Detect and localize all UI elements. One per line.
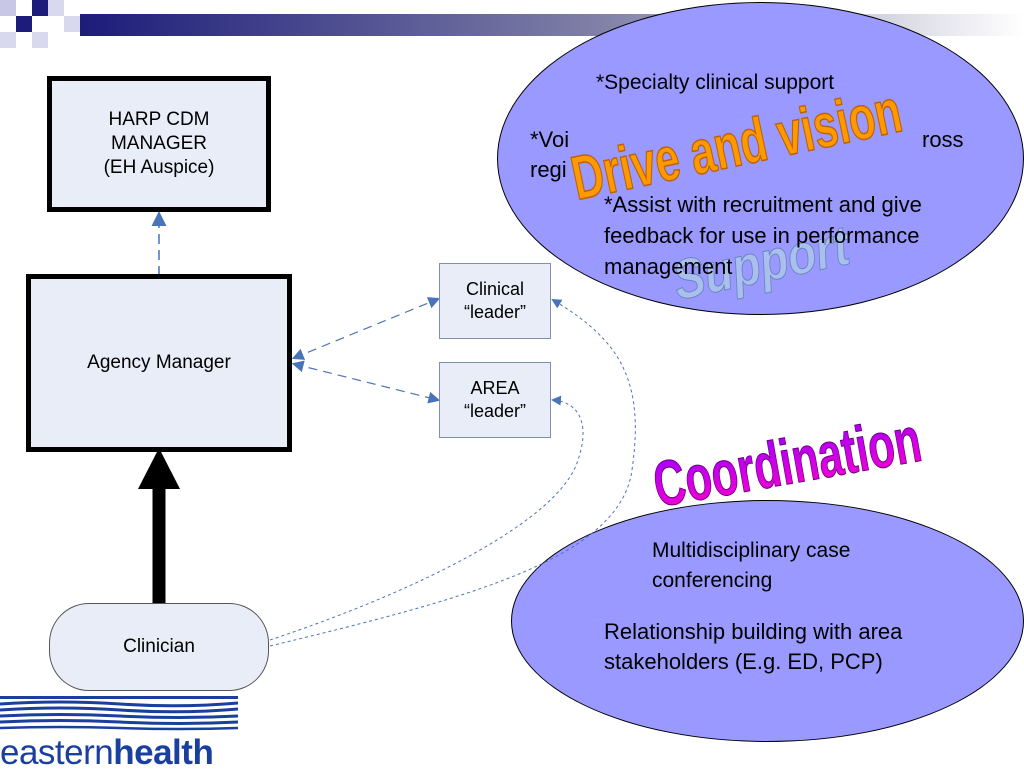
wordart-support: Support (672, 212, 857, 310)
bottom-ellipse-line-1: Multidisciplinary case (652, 539, 851, 562)
clinical-leader-box: Clinical “leader” (439, 263, 551, 339)
ellipse-line-2b: ross (922, 127, 964, 152)
bottom-ellipse-line-2: conferencing (652, 569, 773, 592)
wordart-drive-and-vision: Drive and vision (565, 76, 908, 215)
logo-part-1: eastern (0, 733, 114, 772)
bottom-ellipse (511, 500, 1024, 742)
agency-area-connector (291, 360, 441, 404)
clinician-agency-arrowhead (138, 448, 180, 489)
ellipse-line-2a: *Voi (530, 127, 570, 152)
clinician-area-connector (269, 395, 584, 641)
area-leader-box: AREA “leader” (439, 362, 551, 438)
top-ellipse (497, 2, 1024, 315)
ellipse-line-5: feedback for use in performance (604, 223, 920, 248)
agency-manager-box: Agency Manager (26, 274, 292, 452)
harp-cdm-manager-box: HARP CDM MANAGER (EH Auspice) (47, 76, 271, 212)
harp-line-1: HARP CDM (108, 109, 210, 130)
clinician-node: Clinician (49, 603, 269, 691)
area-leader-line-2: “leader” (463, 401, 527, 421)
ellipse-line-6: management (604, 254, 733, 279)
ellipse-line-4: *Assist with recruitment and give (604, 192, 922, 217)
area-leader-line-1: AREA (470, 378, 520, 398)
agency-clinical-connector (291, 297, 441, 360)
clinician-clinical-connector (269, 298, 636, 647)
bottom-ellipse-line-3: Relationship building with area (604, 619, 903, 644)
agency-manager-label: Agency Manager (87, 352, 231, 373)
harp-line-3: (EH Auspice) (103, 157, 215, 178)
clinical-leader-line-2: “leader” (463, 302, 527, 322)
clinical-leader-line-1: Clinical (465, 279, 525, 299)
clinician-label: Clinician (123, 636, 195, 657)
harp-line-2: MANAGER (110, 133, 208, 154)
bottom-ellipse-line-4: stakeholders (E.g. ED, PCP) (604, 649, 883, 674)
ellipse-line-1: *Specialty clinical support (596, 71, 835, 94)
logo-part-2: health (113, 733, 214, 772)
eastern-health-logo-waves (0, 696, 239, 731)
eastern-health-logo: easternhealth (0, 733, 214, 773)
ellipse-line-3: regi (530, 157, 567, 182)
